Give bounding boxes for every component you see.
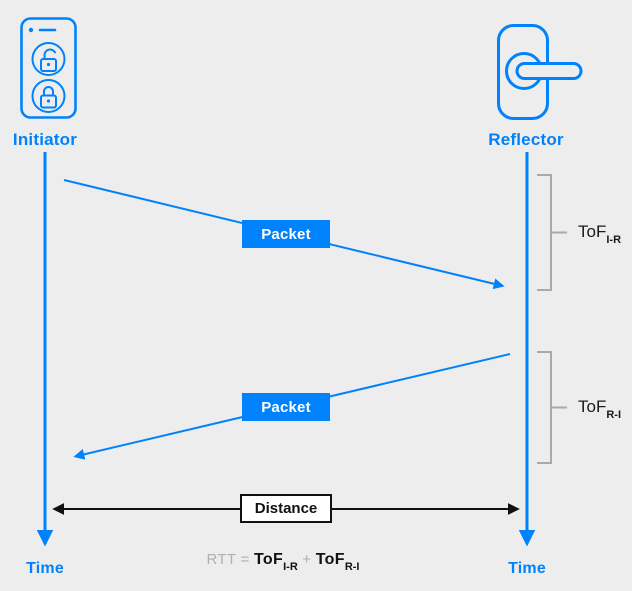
distance-label: Distance xyxy=(240,494,332,523)
smartphone-locks-icon xyxy=(20,17,77,124)
rtt-formula: RTT = ToFI-R + ToFR-I xyxy=(158,551,408,574)
tof-ir-label: ToFI-R xyxy=(578,222,621,246)
initiator-label: Initiator xyxy=(12,130,78,149)
tof-ir-subscript: I-R xyxy=(606,234,622,247)
rtt-plus: + xyxy=(302,551,312,568)
rtt-term2: ToFR-I xyxy=(315,551,360,574)
tof-ri-base: ToF xyxy=(578,397,607,416)
door-handle-icon xyxy=(497,24,583,125)
tof-ri-label: ToFR-I xyxy=(578,397,621,421)
rtt-term1: ToFI-R xyxy=(254,551,298,574)
packet-label-top: Packet xyxy=(242,220,330,248)
initiator-time-label: Time xyxy=(26,560,64,577)
tof-ir-bracket xyxy=(537,174,567,291)
rtt-equals: = xyxy=(240,551,250,568)
tof-ir-base: ToF xyxy=(578,222,607,241)
tof-ri-subscript: R-I xyxy=(606,409,622,422)
rtt-lhs: RTT xyxy=(206,551,237,568)
reflector-time-label: Time xyxy=(508,560,546,577)
packet-label-bottom: Packet xyxy=(242,393,330,421)
reflector-label: Reflector xyxy=(488,130,564,149)
tof-ri-bracket xyxy=(537,351,567,464)
